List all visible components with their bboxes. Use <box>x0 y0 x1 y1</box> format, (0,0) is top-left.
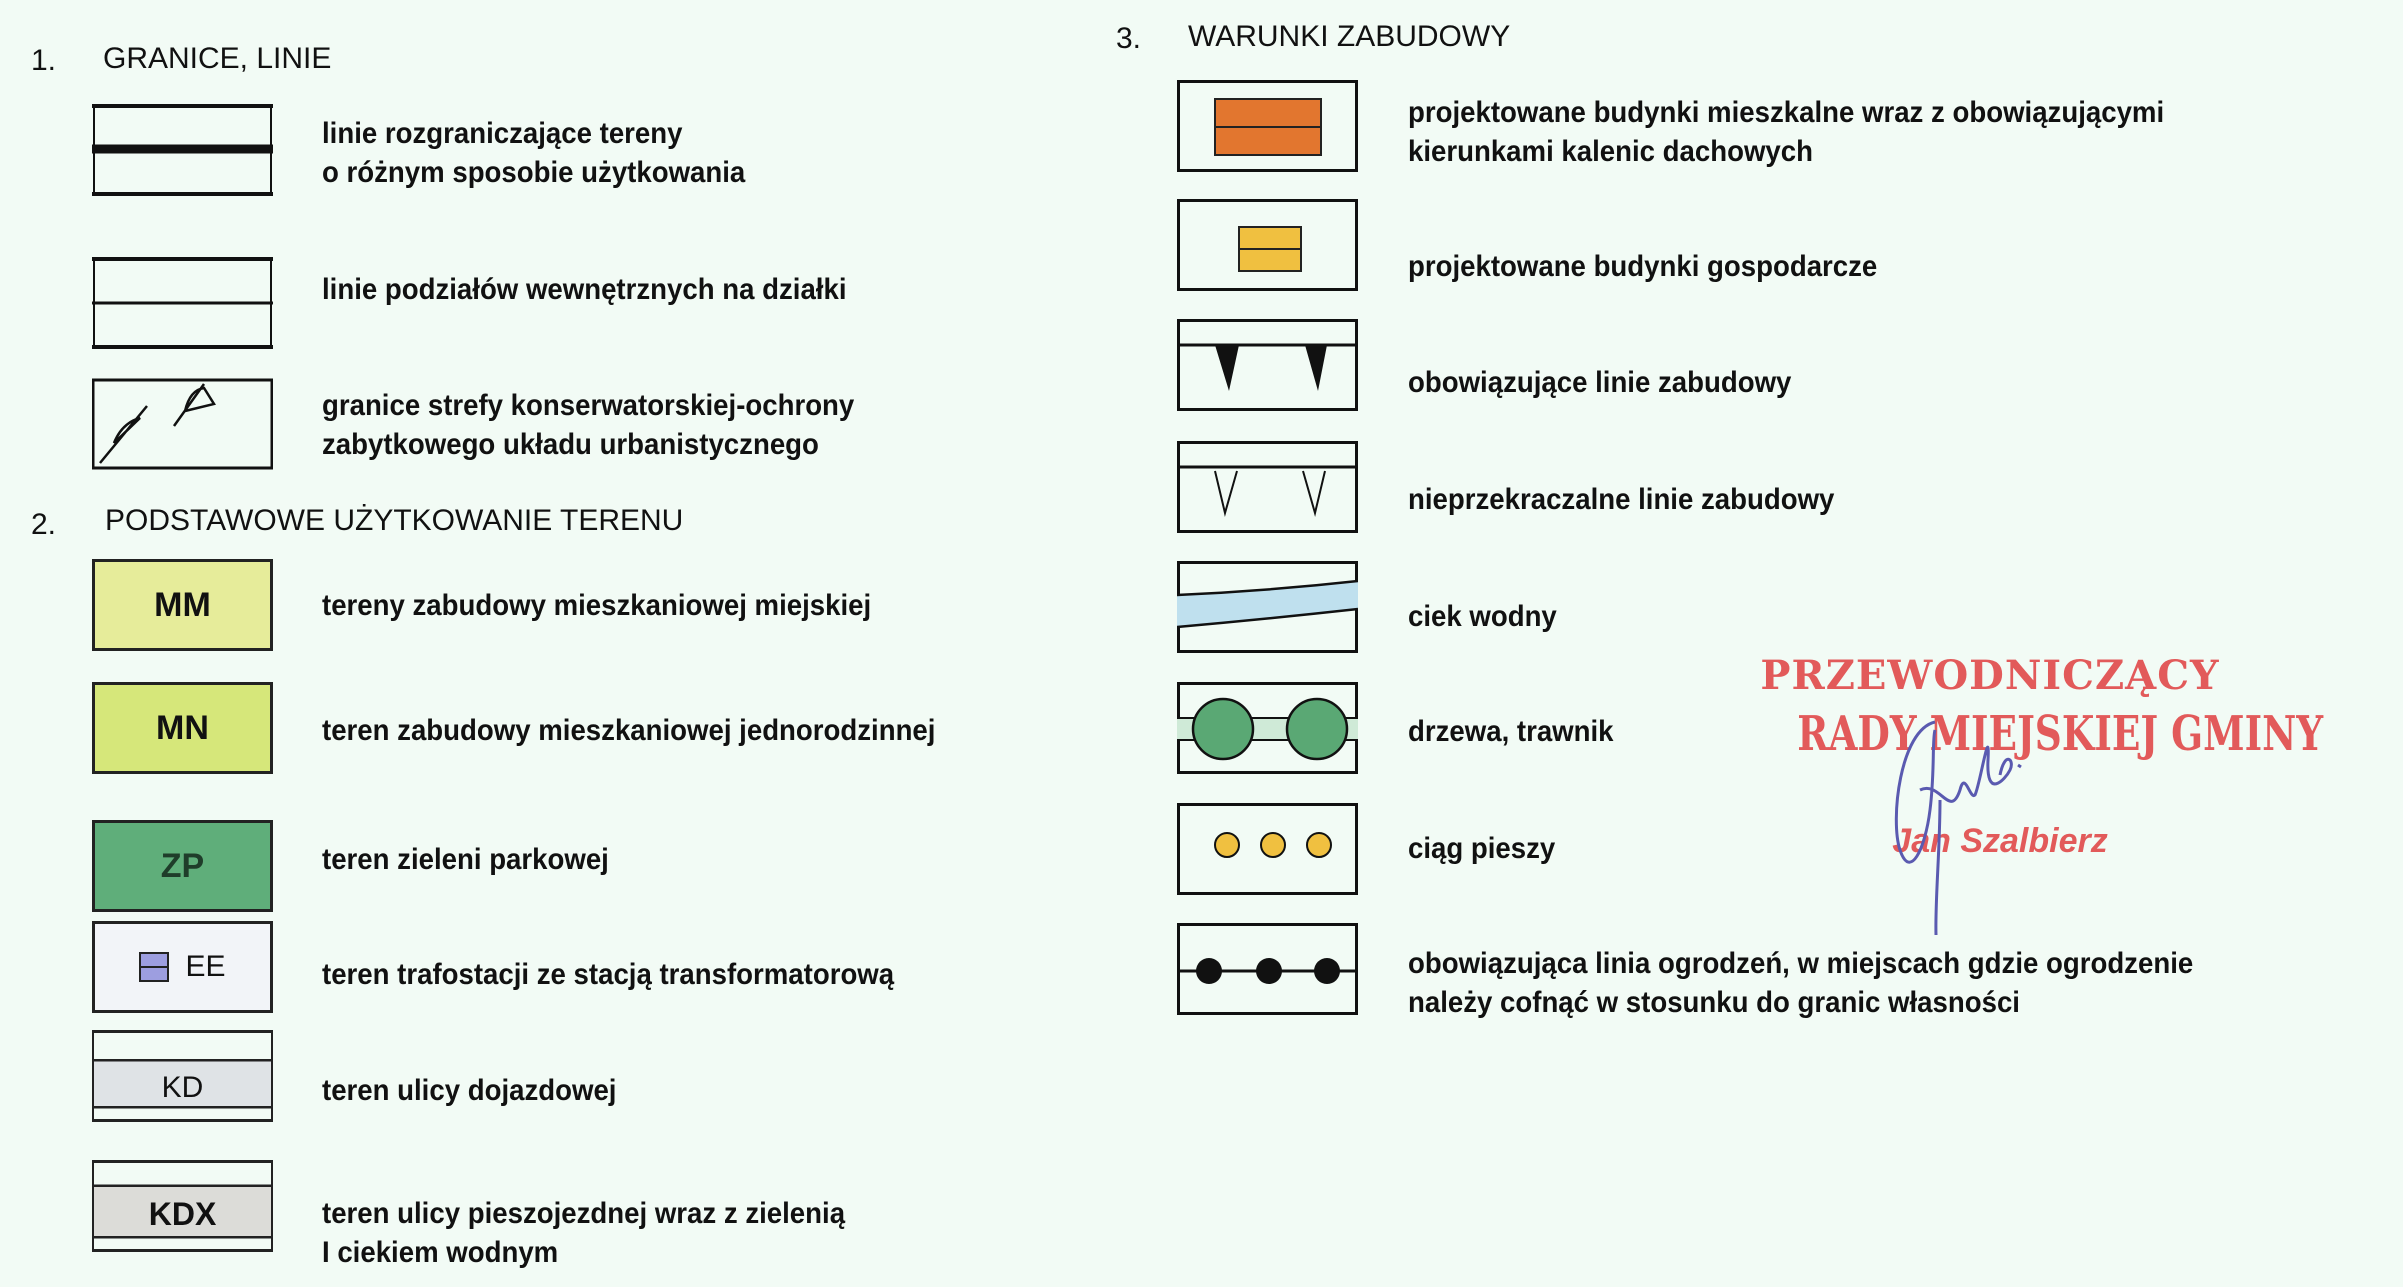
land-use-code: MM <box>154 585 211 624</box>
land-use-code: ZP <box>160 846 205 885</box>
stamp-title-line-2: RADY MIEJSKIEJ GMINY <box>1797 706 2324 762</box>
legend-text: teren ulicy pieszojezdnej wraz z zieleni… <box>322 1197 846 1230</box>
residential-building-icon <box>1177 80 1358 172</box>
land-use-code: KD <box>161 1071 204 1104</box>
land-use-zp-swatch: ZP <box>92 820 273 912</box>
section-2-title: PODSTAWOWE UŻYTKOWANIE TERENU <box>105 504 684 537</box>
legend-text: linie podziałów wewnętrznych na działki <box>322 273 847 306</box>
legend-text: teren ulicy dojazdowej <box>322 1074 617 1107</box>
land-use-code: MN <box>156 708 209 747</box>
legend-text: ciek wodny <box>1408 600 1557 633</box>
land-use-kdx-swatch: KDX <box>92 1160 273 1252</box>
legend-text: projektowane budynki gospodarcze <box>1408 250 1878 283</box>
legend-text: teren trafostacji ze stacją transformato… <box>322 958 895 991</box>
legend-text: drzewa, trawnik <box>1408 715 1614 748</box>
land-use-ee-swatch: EE <box>92 921 273 1013</box>
thin-division-line-icon <box>92 257 273 349</box>
stamp-title-line-1: PRZEWODNICZĄCY <box>1760 652 2220 699</box>
legend-text: linie rozgraniczające tereny <box>322 117 683 150</box>
pedestrian-path-icon <box>1177 803 1358 895</box>
watercourse-icon <box>1177 561 1358 653</box>
legend-text: projektowane budynki mieszkalne wraz z o… <box>1408 96 2165 129</box>
legend-text: zabytkowego układu urbanistycznego <box>322 428 819 461</box>
legend-text: tereny zabudowy mieszkaniowej miejskiej <box>322 589 872 622</box>
legend-text: należy cofnąć w stosunku do granic własn… <box>1408 986 2020 1019</box>
legend-text: granice strefy konserwatorskiej-ochrony <box>322 389 855 422</box>
legend-text: teren zabudowy mieszkaniowej jednorodzin… <box>322 714 936 747</box>
thick-boundary-line-icon <box>92 104 273 196</box>
land-use-code: EE <box>185 950 226 983</box>
legend-text: kierunkami kalenic dachowych <box>1408 135 1813 168</box>
legend-text: o różnym sposobie użytkowania <box>322 156 746 189</box>
signature-icon <box>1894 720 2022 936</box>
legend-text: nieprzekraczalne linie zabudowy <box>1408 483 1835 516</box>
legend-text: obowiązująca linia ogrodzeń, w miejscach… <box>1408 947 2194 980</box>
section-3-number: 3. <box>1116 22 1142 55</box>
land-use-code: KDX <box>148 1196 217 1232</box>
land-use-mm-swatch: MM <box>92 559 273 651</box>
farm-building-icon <box>1177 199 1358 291</box>
land-use-mn-swatch: MN <box>92 682 273 774</box>
legend-text: I ciekiem wodnym <box>322 1236 559 1269</box>
trees-lawn-icon <box>1177 682 1358 774</box>
conservation-zone-boundary-icon <box>92 378 273 470</box>
legend-text: ciąg pieszy <box>1408 832 1556 865</box>
section-1-number: 1. <box>31 44 57 77</box>
fence-line-icon <box>1177 923 1358 1015</box>
section-2-number: 2. <box>31 508 57 541</box>
legend-text: teren zieleni parkowej <box>322 843 609 876</box>
mandatory-building-line-icon <box>1177 319 1358 411</box>
land-use-kd-swatch: KD <box>92 1030 273 1122</box>
section-1-title: GRANICE, LINIE <box>103 42 332 75</box>
non-exceedable-building-line-icon <box>1177 441 1358 533</box>
transformer-station-icon <box>139 952 170 982</box>
section-3-title: WARUNKI ZABUDOWY <box>1188 20 1511 53</box>
legend-text: obowiązujące linie zabudowy <box>1408 366 1792 399</box>
